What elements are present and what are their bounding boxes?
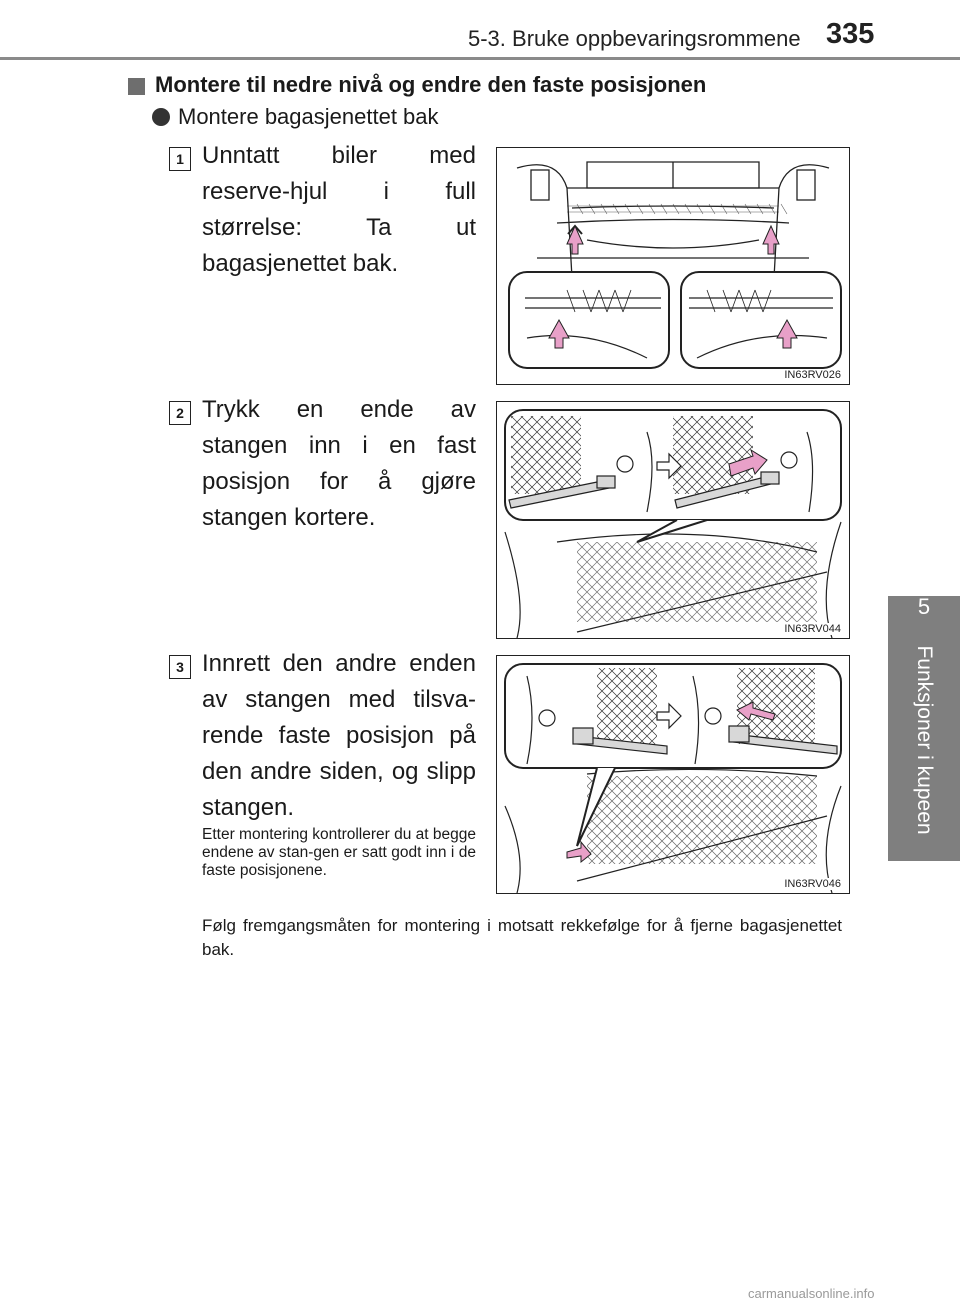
figure-shorten-rod: IN63RV044	[496, 401, 850, 639]
step-number-1: 1	[169, 147, 191, 171]
section-heading-text: Montere til nedre nivå og endre den fast…	[155, 72, 707, 97]
rod-shorten-illustration	[504, 409, 842, 638]
figure-align-rod: IN63RV046	[496, 655, 850, 894]
header-divider	[0, 57, 960, 60]
circle-bullet-icon	[152, 108, 170, 126]
step-number-3: 3	[169, 655, 191, 679]
figure-code-3: IN63RV046	[782, 878, 843, 890]
step-text-2: Trykk en ende av stangen inn i en fast p…	[202, 396, 476, 531]
rod-align-illustration	[504, 663, 842, 893]
figure-code-1: IN63RV026	[782, 369, 843, 381]
figure-remove-cargo-net: IN63RV026	[496, 147, 850, 385]
chapter-number: 5	[917, 594, 931, 619]
square-bullet-icon	[128, 77, 145, 95]
subheading: Montere bagasjenettet bak	[152, 104, 439, 130]
figure-code-2: IN63RV044	[782, 623, 843, 635]
removal-footnote: Følg fremgangsmåten for montering i mots…	[202, 916, 842, 959]
step-3-note: Etter montering kontrollerer du at begge…	[202, 826, 476, 879]
step-text-1: Unntatt biler med reserve-hjul i full st…	[202, 142, 476, 277]
section-heading: Montere til nedre nivå og endre den fast…	[128, 72, 706, 98]
step-text-3: Innrett den andre enden av stangen med t…	[202, 650, 476, 821]
chapter-side-tab	[888, 596, 960, 861]
watermark: carmanualsonline.info	[748, 1286, 875, 1301]
chapter-title: Funksjoner i kupeen	[913, 645, 936, 835]
subheading-text: Montere bagasjenettet bak	[178, 104, 439, 129]
header-section-title: 5-3. Bruke oppbevaringsrommene	[468, 26, 801, 51]
step-number-2: 2	[169, 401, 191, 425]
page-number: 335	[826, 18, 875, 50]
cargo-area-illustration	[508, 161, 842, 369]
